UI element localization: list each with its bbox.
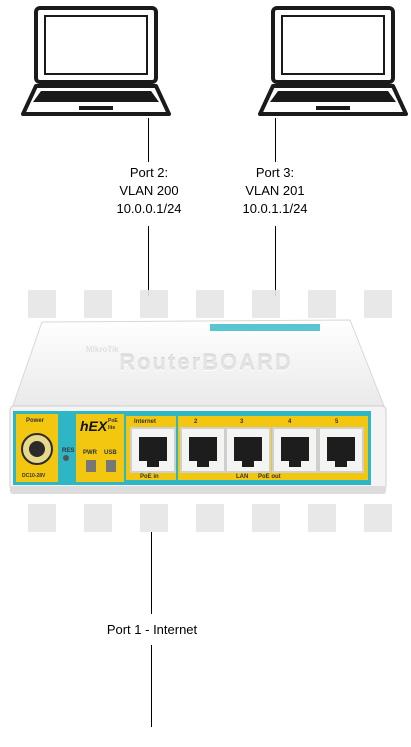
wire-bottom-bottom — [151, 645, 152, 727]
label-left-port: Port 2: — [129, 165, 169, 180]
port-num-2: 2 — [194, 419, 198, 425]
label-left: Port 2: VLAN 200 10.0.0.1/24 — [88, 164, 210, 218]
ethernet-port-5 — [318, 427, 364, 473]
ethernet-port-2 — [180, 427, 226, 473]
usb-label: USB — [104, 450, 117, 456]
router-body — [9, 319, 387, 494]
ethernet-port-3 — [225, 427, 271, 473]
pwr-label: PWR — [83, 450, 97, 456]
label-left-vlan: VLAN 200 — [119, 183, 179, 198]
label-right: Port 3: VLAN 201 10.0.1.1/24 — [214, 164, 336, 218]
ethernet-port-4 — [272, 427, 318, 473]
power-label: Power — [26, 418, 45, 424]
ethernet-port-1 — [130, 427, 176, 473]
laptop-right-icon — [258, 6, 408, 116]
label-bottom: Port 1 - Internet — [106, 622, 198, 637]
wire-bottom-top — [151, 532, 152, 614]
port-num-4: 4 — [288, 419, 292, 425]
port-num-5: 5 — [335, 419, 339, 425]
router-brand: RouterBOARD — [119, 350, 293, 375]
label-right-ip: 10.0.1.1/24 — [242, 201, 308, 216]
router-maker: MikroTik — [86, 345, 119, 354]
poe-out-label: PoE out — [258, 474, 281, 480]
poe-in-label: PoE in — [140, 474, 159, 480]
label-left-ip: 10.0.0.1/24 — [116, 201, 182, 216]
label-right-vlan: VLAN 201 — [245, 183, 305, 198]
res-label: RES — [62, 448, 75, 454]
internet-label: Internet — [134, 419, 157, 425]
wire-left-bottom — [148, 226, 149, 296]
laptop-left-icon — [21, 6, 171, 116]
wire-right-top — [275, 118, 276, 162]
checker-bottom — [0, 504, 411, 532]
lan-label: LAN — [236, 474, 249, 480]
wire-left-top — [148, 118, 149, 162]
wire-right-bottom — [275, 226, 276, 296]
port-num-3: 3 — [240, 419, 244, 425]
checker-top — [0, 290, 411, 318]
model-label: hEX — [80, 418, 108, 434]
power-rating: DC10-28V — [22, 473, 46, 479]
label-right-port: Port 3: — [255, 165, 295, 180]
router-image — [0, 290, 411, 532]
model-sub-label: PoE lite — [108, 418, 118, 431]
